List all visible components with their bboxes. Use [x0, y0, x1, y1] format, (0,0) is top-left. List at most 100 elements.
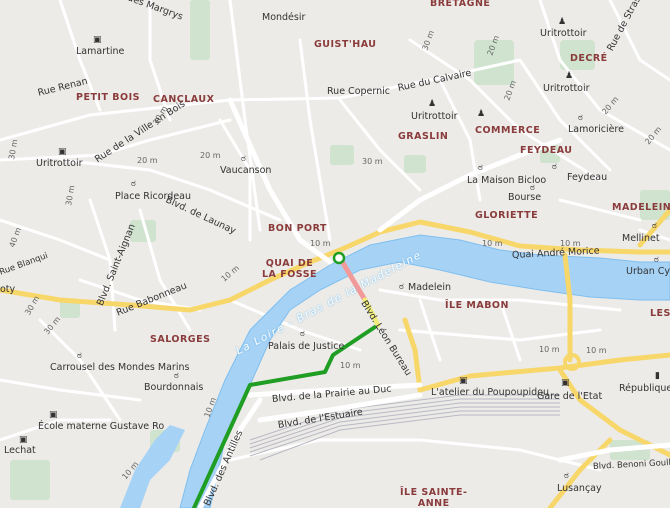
- school-icon: ▮: [655, 371, 660, 381]
- place-le-roof: Lusançay: [557, 483, 602, 494]
- major-roads: [0, 207, 670, 508]
- bicycle-icon: ಠ: [399, 282, 404, 292]
- road: [228, 298, 362, 352]
- toilet-icon: ♟: [565, 71, 574, 81]
- road: [0, 218, 112, 262]
- bicycle-icon: ಠ: [77, 351, 82, 361]
- road-east: [557, 367, 670, 458]
- road: [338, 98, 422, 192]
- elevation-label: 10 m: [560, 239, 581, 248]
- district-guisthau: GUIST'HAU: [314, 39, 377, 50]
- road: [558, 198, 642, 222]
- district-ile-mabon: ÎLE MABON: [445, 300, 509, 311]
- bicycle-icon: ಠ: [174, 371, 179, 381]
- river-branch: [120, 425, 185, 508]
- place-feydeau-stop: Bourse: [508, 192, 542, 203]
- road: [438, 78, 482, 202]
- place-madeleine-stop: Urban Cycl: [626, 266, 670, 277]
- place-bourse: La Maison Bicloo: [467, 175, 547, 186]
- rail-track: [249, 398, 560, 445]
- park: [560, 40, 595, 70]
- elevation-label: 10 m: [586, 346, 607, 355]
- bicycle-icon: ಠ: [241, 154, 246, 164]
- elevation-label: 20 m: [200, 151, 221, 160]
- place-uritrottoir-1: Uritrottoir: [540, 28, 587, 39]
- district-bon-port: BON PORT: [268, 223, 327, 234]
- place-lechat: École materne Gustave Ro: [38, 421, 165, 432]
- road: [228, 438, 602, 472]
- place-carrousel: Palais de Justice: [268, 341, 345, 352]
- place-lusancay: Lechat: [4, 445, 36, 456]
- road-antilles: [197, 397, 263, 508]
- park: [404, 155, 426, 173]
- road: [398, 328, 602, 342]
- bicycle-icon: ಠ: [564, 471, 569, 481]
- place-lamoriciere: Vaucanson: [220, 165, 272, 176]
- bus-icon: ▣: [49, 410, 58, 420]
- place-ricordeau: Feydeau: [567, 172, 608, 183]
- district-quai-de-la-fosse: QUAI DE LA FOSSE: [262, 258, 318, 280]
- rail-track: [249, 402, 560, 449]
- elevation-label: 20 m: [137, 156, 158, 165]
- route-green-segment: [192, 323, 380, 508]
- minor-roads: [0, 0, 670, 472]
- district-madeleine: MADELEINE: [612, 202, 670, 213]
- district-feydeau: FEYDEAU: [520, 145, 573, 156]
- white-boulevards: [197, 97, 670, 508]
- start-marker[interactable]: [332, 251, 346, 265]
- toilet-icon: ♟: [477, 109, 486, 119]
- district-bretagne: BRETAGNE: [430, 0, 491, 9]
- place-republique: Gare de l'Etat: [537, 391, 603, 402]
- road: [138, 208, 192, 332]
- bus-icon: ▣: [459, 376, 468, 386]
- district-salorges: SALORGES: [150, 334, 211, 345]
- bicycle-icon: ಠ: [578, 113, 583, 123]
- street-oty: oty: [0, 284, 16, 295]
- bus-icon: ▣: [561, 378, 570, 388]
- road: [0, 118, 232, 162]
- road-quai: [0, 219, 670, 313]
- place-gare-de-letat: L'atelier du Poupoupidou: [431, 387, 550, 398]
- road: [228, 58, 522, 102]
- elevation-label: 10 m: [340, 361, 361, 370]
- district-les: LES: [650, 308, 670, 319]
- rail-track: [249, 406, 560, 453]
- bicycle-icon: ಠ: [131, 179, 136, 189]
- park: [474, 40, 514, 85]
- route-yellow-segment: [362, 297, 381, 328]
- district-decre: DECRÉ: [570, 53, 608, 64]
- place-uritrottoir-3: Uritrottoir: [411, 111, 458, 122]
- bicycle-icon: ಠ: [530, 183, 535, 193]
- place-bourdonnais: Carrousel des Mondes Marins: [50, 362, 190, 373]
- road: [418, 298, 442, 362]
- place-uritrottoir-2: Uritrottoir: [543, 83, 590, 94]
- toilet-icon: ♟: [558, 17, 567, 27]
- park: [130, 220, 156, 242]
- rail-track: [249, 410, 560, 457]
- place-atelier-poupoupidou: Bourdonnais: [144, 382, 204, 393]
- bus-icon: ▣: [19, 435, 28, 445]
- park: [10, 460, 50, 500]
- road: [518, 58, 612, 172]
- place-mondesir: Mondésir: [262, 12, 306, 23]
- park: [60, 300, 80, 318]
- place-lamartine: Lamartine: [76, 46, 125, 57]
- bicycle-icon: ಠ: [654, 255, 659, 265]
- road: [0, 418, 112, 442]
- elevation-label: 30 m: [362, 157, 383, 166]
- road: [608, 0, 670, 82]
- street-rue-copernic: Rue Copernic: [327, 86, 391, 97]
- rail-track: [249, 394, 560, 441]
- road-bon-port: [227, 97, 333, 265]
- bicycle-icon: ಠ: [478, 163, 483, 173]
- district-canclaux: CANCLAUX: [153, 94, 215, 105]
- place-mellinet: Place Ricordeau: [115, 191, 192, 202]
- road-connector: [402, 317, 423, 393]
- district-graslin: GRASLIN: [398, 131, 449, 142]
- roundabout: [563, 353, 581, 371]
- rail-track: [259, 414, 560, 461]
- road-estuaire: [257, 392, 423, 423]
- road: [58, 158, 282, 222]
